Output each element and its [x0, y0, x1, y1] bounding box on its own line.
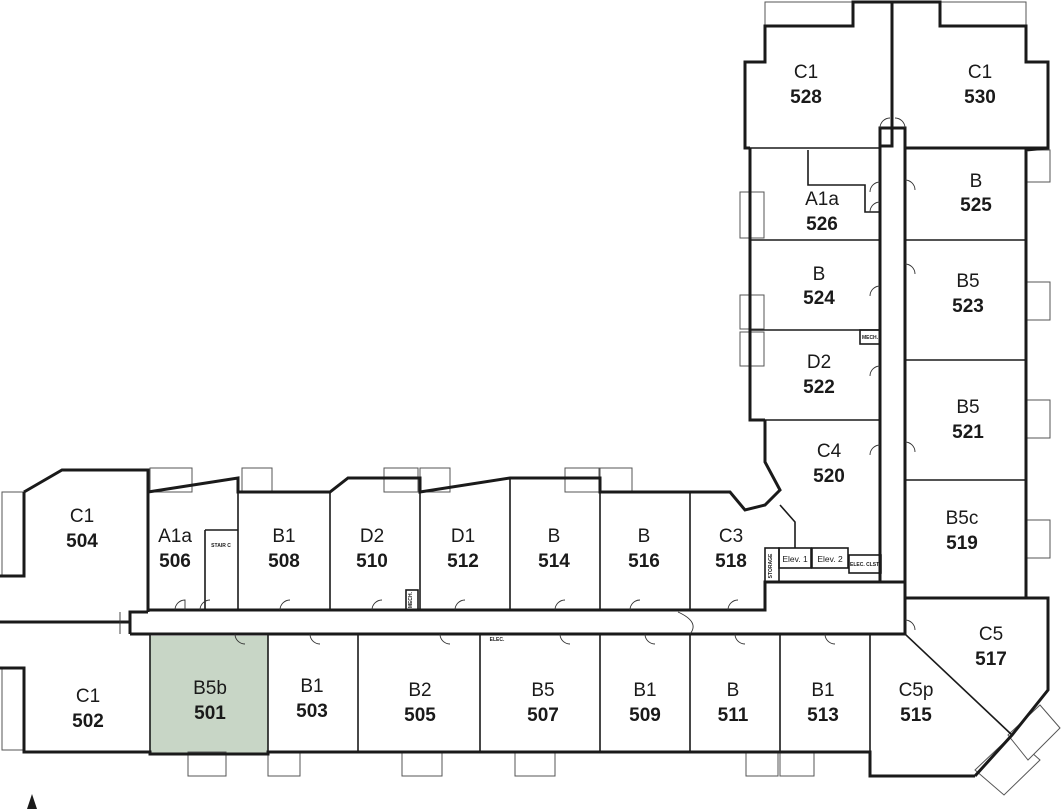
- unit-525[interactable]: B 525: [960, 171, 992, 216]
- unit-501-highlight: [150, 636, 268, 754]
- unit-number-522: 522: [803, 377, 835, 398]
- unit-number-516: 516: [628, 551, 660, 572]
- mech-label-2: MECH.: [862, 335, 879, 341]
- unit-type-508: B1: [272, 526, 295, 547]
- service-labels: STAIR C MECH. MECH. ELEC. STORAGE Elev. …: [211, 335, 880, 643]
- unit-type-503: B1: [300, 676, 323, 697]
- north-arrow-icon: [27, 794, 37, 809]
- unit-type-502: C1: [76, 686, 100, 707]
- unit-number-517: 517: [975, 649, 1007, 670]
- unit-type-517: C5: [979, 624, 1003, 645]
- unit-524[interactable]: B 524: [803, 264, 835, 309]
- door-swings: [119, 117, 916, 645]
- unit-type-510: D2: [360, 526, 384, 547]
- unit-type-522: D2: [807, 352, 831, 373]
- unit-type-521: B5: [956, 397, 979, 418]
- unit-number-506: 506: [159, 551, 191, 572]
- elec-closet-label: ELEC. CLST.: [850, 562, 881, 568]
- mech-label-1: MECH.: [408, 591, 414, 608]
- unit-number-509: 509: [629, 705, 661, 726]
- unit-number-518: 518: [715, 551, 747, 572]
- unit-number-515: 515: [900, 705, 932, 726]
- unit-number-530: 530: [964, 87, 996, 108]
- elec-label: ELEC.: [490, 637, 505, 643]
- unit-514[interactable]: B 514: [538, 526, 570, 572]
- unit-type-505: B2: [408, 680, 431, 701]
- unit-number-521: 521: [952, 422, 984, 443]
- unit-type-525: B: [970, 171, 983, 192]
- unit-type-518: C3: [719, 526, 743, 547]
- unit-number-510: 510: [356, 551, 388, 572]
- unit-type-515: C5p: [899, 680, 934, 701]
- unit-type-506: A1a: [158, 526, 192, 547]
- unit-number-514: 514: [538, 551, 570, 572]
- unit-number-512: 512: [447, 551, 479, 572]
- unit-number-507: 507: [527, 705, 559, 726]
- unit-type-519: B5c: [946, 508, 979, 529]
- unit-number-526: 526: [806, 214, 838, 235]
- unit-number-523: 523: [952, 296, 984, 317]
- unit-number-525: 525: [960, 195, 992, 216]
- unit-type-513: B1: [811, 680, 834, 701]
- unit-type-504: C1: [70, 506, 94, 527]
- storage-label: STORAGE: [768, 553, 774, 578]
- unit-type-516: B: [638, 526, 651, 547]
- unit-type-507: B5: [531, 680, 554, 701]
- unit-type-524: B: [813, 264, 826, 285]
- unit-number-520: 520: [813, 466, 845, 487]
- stair-c-label: STAIR C: [211, 543, 231, 549]
- unit-type-526: A1a: [805, 189, 839, 210]
- unit-number-505: 505: [404, 705, 436, 726]
- unit-number-503: 503: [296, 701, 328, 722]
- unit-type-509: B1: [633, 680, 656, 701]
- unit-511[interactable]: B 511: [718, 680, 749, 726]
- unit-number-502: 502: [72, 711, 104, 732]
- unit-type-501: B5b: [193, 678, 227, 699]
- unit-number-528: 528: [790, 87, 822, 108]
- unit-number-524: 524: [803, 288, 835, 309]
- unit-number-511: 511: [718, 705, 749, 726]
- unit-type-523: B5: [956, 271, 979, 292]
- elev-1-label: Elev. 1: [782, 554, 808, 564]
- unit-type-530: C1: [968, 62, 992, 83]
- unit-516[interactable]: B 516: [628, 526, 660, 572]
- unit-number-513: 513: [807, 705, 839, 726]
- unit-type-514: B: [548, 526, 561, 547]
- unit-type-511: B: [727, 680, 740, 701]
- unit-number-519: 519: [946, 533, 978, 554]
- elev-2-label: Elev. 2: [817, 554, 843, 564]
- unit-type-528: C1: [794, 62, 818, 83]
- unit-type-512: D1: [451, 526, 475, 547]
- unit-number-501: 501: [194, 703, 226, 724]
- unit-type-520: C4: [817, 441, 842, 462]
- unit-number-504: 504: [66, 531, 98, 552]
- unit-number-508: 508: [268, 551, 300, 572]
